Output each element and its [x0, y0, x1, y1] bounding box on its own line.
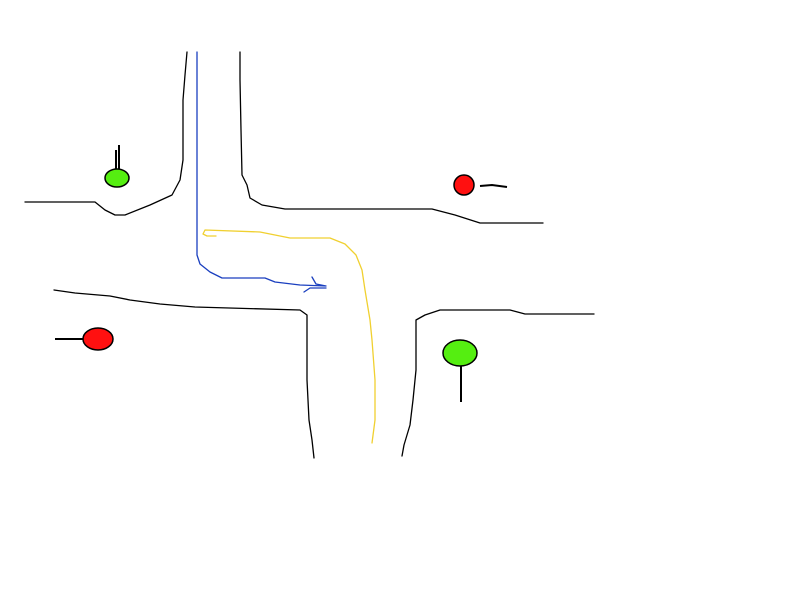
blue-route-arrow-icon — [196, 51, 327, 293]
road-edge-bottom-right — [401, 309, 595, 457]
road-edge-bottom-left — [53, 289, 315, 459]
red-light-icon — [453, 174, 475, 196]
green-light-icon — [104, 168, 130, 188]
red-light-icon — [82, 327, 114, 351]
traffic-light-bottom-left — [55, 327, 114, 351]
routes — [196, 51, 376, 444]
traffic-light-top-left — [104, 145, 130, 188]
green-light-icon — [442, 339, 478, 367]
pole — [479, 183, 508, 188]
traffic-light-bottom-right — [442, 339, 478, 402]
roads — [24, 51, 595, 459]
yellow-route-arrow-icon — [202, 229, 376, 444]
traffic-light-top-right — [453, 174, 508, 196]
road-edge-top-left — [24, 51, 188, 216]
road-edge-top-right — [239, 51, 544, 224]
